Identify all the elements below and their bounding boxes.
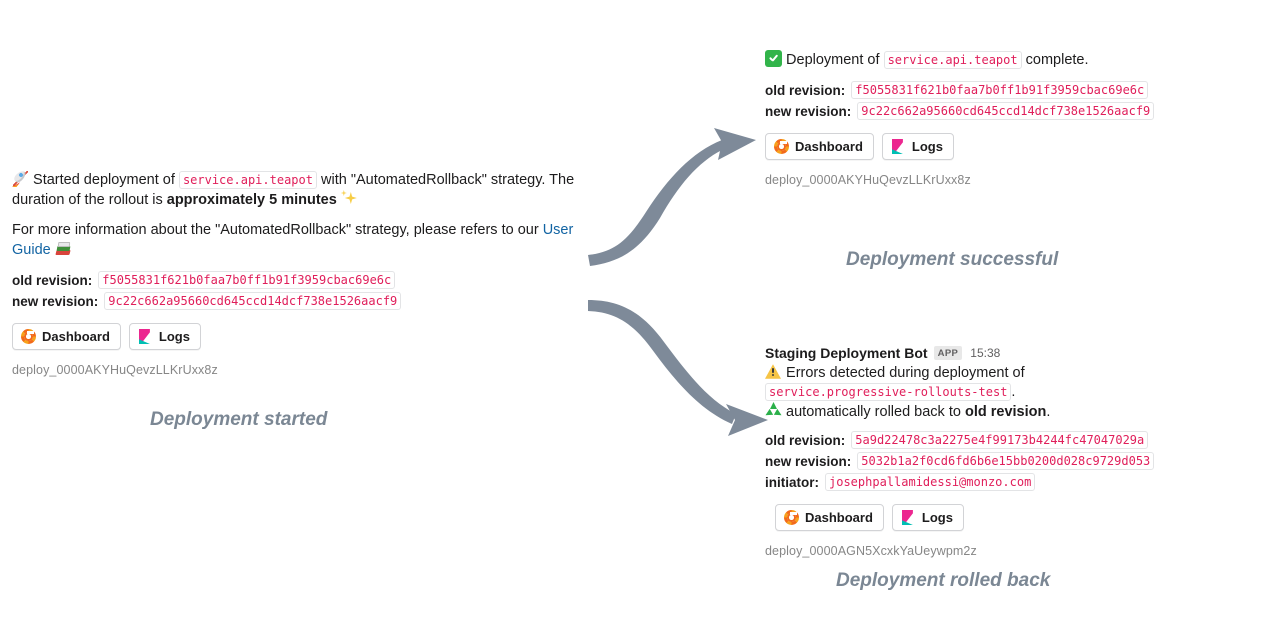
rolled-back-line-2: automatically rolled back to old revisio…: [765, 402, 1275, 422]
revision-value: 5032b1a2f0cd6fd6b6e15bb0200d028c9729d053: [857, 452, 1155, 470]
started-paragraph-1: Started deployment of service.api.teapot…: [12, 169, 592, 210]
started-revisions: old revision: f5055831f621b0faa7b0ff1b91…: [12, 271, 592, 310]
logs-button[interactable]: Logs: [881, 133, 954, 160]
recycle-emoji: [765, 402, 782, 419]
revision-label: old revision:: [12, 272, 93, 288]
rolled-back-old-revision-bold: old revision: [964, 404, 1047, 420]
started-text-middle: with "AutomatedRollback" strategy. The d…: [12, 172, 575, 208]
rolled-back-text-before-bold: automatically rolled back to: [786, 404, 961, 420]
message-timestamp: 15:38: [970, 346, 1001, 360]
revision-row: new revision: 5032b1a2f0cd6fd6b6e15bb020…: [765, 452, 1275, 470]
caption-deployment-started: Deployment started: [150, 409, 328, 430]
rolled-back-revisions: old revision: 5a9d22478c3a2275e4f99173b4…: [765, 431, 1275, 491]
bot-name: Staging Deployment Bot: [765, 345, 928, 361]
logs-icon: [901, 510, 916, 525]
revision-row: old revision: f5055831f621b0faa7b0ff1b91…: [12, 271, 592, 289]
logs-icon: [891, 139, 906, 154]
logs-button-label: Logs: [911, 139, 943, 154]
revision-row: new revision: 9c22c662a95660cd645ccd14dc…: [12, 292, 592, 310]
started-guide-text: For more information about the "Automate…: [12, 222, 539, 238]
revision-value: 9c22c662a95660cd645ccd14dcf738e1526aacf9: [104, 292, 402, 310]
dashboard-button-label: Dashboard: [42, 329, 110, 344]
started-paragraph-2: For more information about the "Automate…: [12, 221, 592, 260]
revision-value: f5055831f621b0faa7b0ff1b91f3959cbac69e6c: [851, 81, 1149, 99]
successful-service-code: service.api.teapot: [883, 51, 1022, 69]
revision-label: old revision:: [765, 82, 846, 98]
panel-deployment-started: Started deployment of service.api.teapot…: [12, 169, 592, 377]
started-service-code: service.api.teapot: [178, 171, 317, 189]
sparkles-emoji: [340, 190, 358, 207]
started-text-before-code: Started deployment of: [33, 172, 175, 188]
dashboard-button-label: Dashboard: [795, 139, 863, 154]
arrow-started-to-successful: [588, 140, 722, 266]
panel-deployment-successful: Deployment of service.api.teapot complet…: [765, 50, 1265, 187]
dashboard-icon: [784, 510, 799, 525]
rolled-back-text-before-code: Errors detected during deployment of: [786, 365, 1025, 381]
arrow-started-to-rolled-back: [588, 300, 736, 424]
arrow-started-to-rolled-back-head: [726, 404, 768, 436]
rolled-back-text-after-bold: .: [1046, 404, 1051, 420]
revision-label: new revision:: [12, 293, 99, 309]
revision-value: f5055831f621b0faa7b0ff1b91f3959cbac69e6c: [98, 271, 396, 289]
panel-deployment-rolled-back: Staging Deployment Bot APP 15:38 Errors …: [765, 345, 1275, 558]
revision-row: old revision: f5055831f621b0faa7b0ff1b91…: [765, 81, 1265, 99]
dashboard-button[interactable]: Dashboard: [765, 133, 874, 160]
successful-headline: Deployment of service.api.teapot complet…: [765, 50, 1265, 70]
revision-label: new revision:: [765, 103, 852, 119]
revision-row: initiator: josephpallamidessi@monzo.com: [765, 473, 1275, 491]
dashboard-icon: [774, 139, 789, 154]
started-actions: Dashboard Logs: [12, 323, 592, 350]
successful-revisions: old revision: f5055831f621b0faa7b0ff1b91…: [765, 81, 1265, 120]
white-check-mark-emoji: [765, 50, 782, 67]
rolled-back-deploy-id: deploy_0000AGN5XcxkYaUeywpm2z: [765, 544, 977, 558]
dashboard-icon: [21, 329, 36, 344]
logs-button[interactable]: Logs: [891, 504, 964, 531]
app-badge: APP: [933, 346, 963, 360]
caption-deployment-rolled-back: Deployment rolled back: [836, 570, 1051, 591]
revision-label: new revision:: [765, 453, 852, 469]
dashboard-button[interactable]: Dashboard: [12, 323, 121, 350]
rolled-back-text-after-code: .: [1011, 384, 1016, 400]
rolled-back-service-code: service.progressive-rollouts-test: [765, 383, 1012, 401]
dashboard-button-label: Dashboard: [805, 510, 873, 525]
started-deploy-id: deploy_0000AKYHuQevzLLKrUxx8z: [12, 363, 218, 377]
started-duration-bold: approximately 5 minutes: [166, 192, 337, 208]
successful-actions: Dashboard Logs: [765, 133, 1265, 160]
initiator-label: initiator:: [765, 474, 819, 490]
successful-text-before-code: Deployment of: [786, 52, 880, 68]
revision-row: new revision: 9c22c662a95660cd645ccd14dc…: [765, 102, 1265, 120]
user-guide-link[interactable]: User Guide: [12, 222, 574, 258]
books-emoji: [55, 240, 72, 257]
initiator-value: josephpallamidessi@monzo.com: [825, 473, 1036, 491]
logs-button-label: Logs: [921, 510, 953, 525]
logs-button[interactable]: Logs: [128, 323, 201, 350]
rocket-emoji: [12, 169, 29, 187]
bot-header: Staging Deployment Bot APP 15:38: [765, 345, 1275, 361]
arrow-started-to-successful-head: [714, 128, 756, 160]
revision-label: old revision:: [765, 432, 846, 448]
revision-value: 5a9d22478c3a2275e4f99173b4244fc47047029a: [851, 431, 1149, 449]
successful-deploy-id: deploy_0000AKYHuQevzLLKrUxx8z: [765, 173, 971, 187]
warning-emoji: [765, 363, 782, 380]
revision-value: 9c22c662a95660cd645ccd14dcf738e1526aacf9: [857, 102, 1155, 120]
rolled-back-actions: Dashboard Logs: [775, 504, 1275, 531]
logs-button-label: Logs: [158, 329, 190, 344]
caption-deployment-successful: Deployment successful: [846, 249, 1059, 270]
successful-text-after-code: complete.: [1025, 52, 1089, 68]
dashboard-button[interactable]: Dashboard: [775, 504, 884, 531]
logs-icon: [138, 329, 153, 344]
revision-row: old revision: 5a9d22478c3a2275e4f99173b4…: [765, 431, 1275, 449]
rolled-back-line-1: Errors detected during deployment of ser…: [765, 363, 1275, 402]
